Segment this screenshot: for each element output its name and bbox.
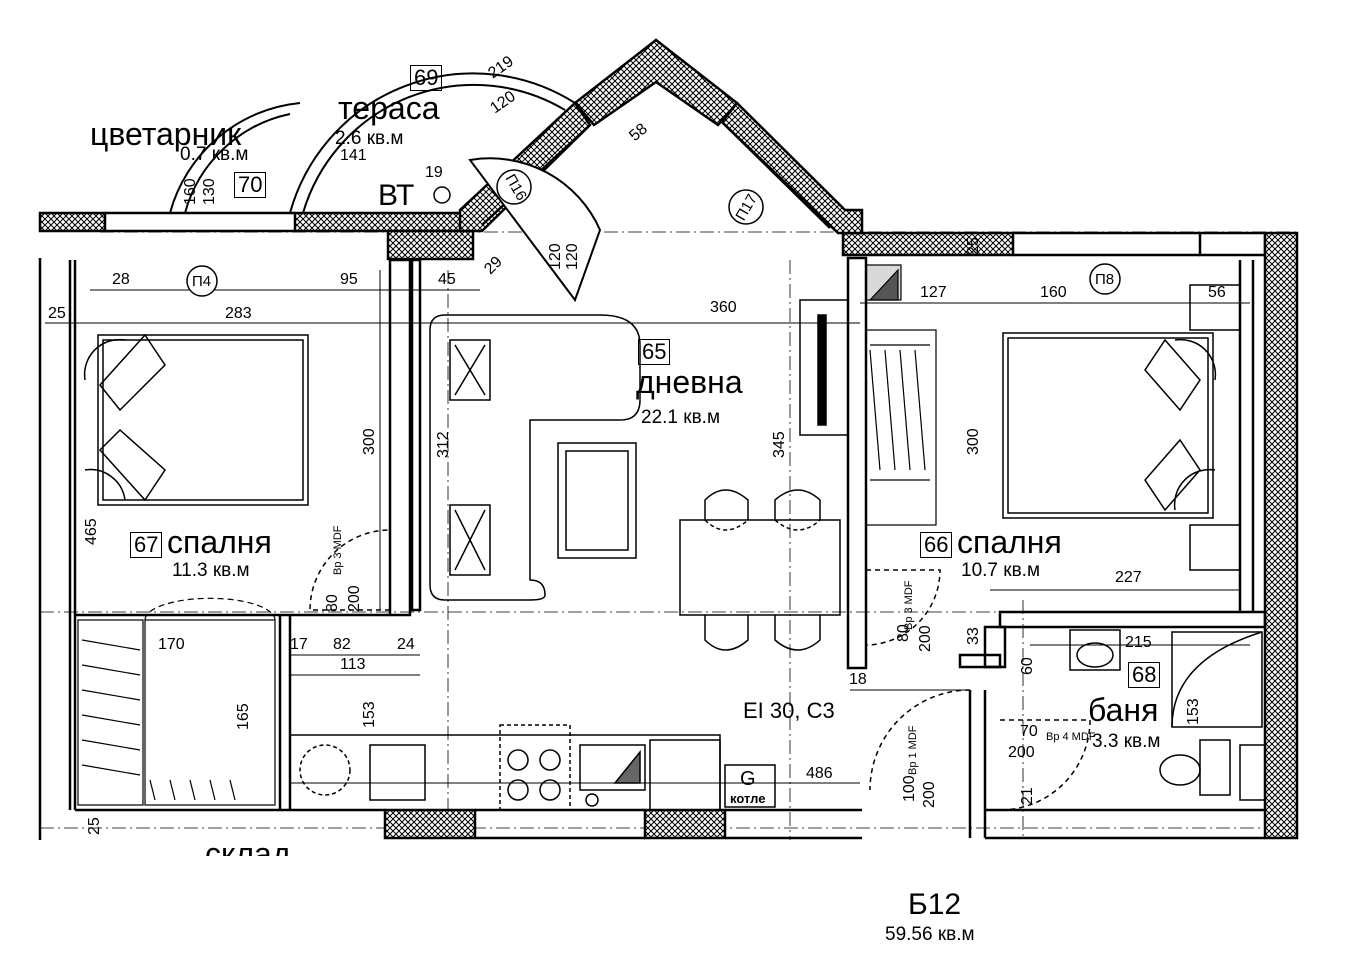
planter-number: 70 — [234, 172, 267, 198]
exterior-walls — [38, 211, 1299, 840]
dim-17: 17 — [290, 636, 308, 653]
planter-name: цветарник — [90, 116, 242, 152]
boiler-label: котле — [730, 791, 766, 806]
dim-28: 28 — [112, 271, 130, 288]
dim-200-bath: 200 — [1008, 744, 1035, 761]
unit-name: Б12 — [908, 888, 962, 921]
dim-120-arc-b: 120 — [564, 243, 581, 270]
living-name: дневна — [636, 364, 743, 400]
interior-walls — [38, 256, 1267, 840]
doors — [309, 529, 1091, 811]
dining-table — [679, 489, 841, 651]
dim-100-entry: 100 — [901, 775, 918, 802]
kitchen-counter — [289, 724, 776, 811]
door-mark-left: Вр 3 MDF — [332, 525, 344, 575]
dim-486: 486 — [806, 765, 833, 782]
dim-95: 95 — [340, 271, 358, 288]
dim-360: 360 — [710, 299, 737, 316]
dim-56: 56 — [1208, 284, 1226, 301]
dim-18: 18 — [849, 671, 867, 688]
dim-300-right: 300 — [965, 428, 982, 455]
dim-160-right: 160 — [1040, 284, 1067, 301]
dim-70: 70 — [1020, 723, 1038, 740]
wardrobe-right — [865, 264, 937, 526]
dim-200-entry: 200 — [921, 781, 938, 808]
terrace-name: тераса — [338, 90, 440, 126]
dim-25-bottom: 25 — [86, 817, 103, 835]
fire-rating: EI 30, C3 — [743, 698, 835, 723]
coffee-table — [557, 442, 637, 559]
bedroom-right-name: спалня — [957, 524, 1062, 560]
dim-33: 33 — [965, 627, 982, 645]
door-mark-bath: Вр 4 MDF — [1046, 731, 1096, 743]
terrace-number: 69 — [410, 65, 443, 91]
dimension-lines — [45, 270, 1250, 784]
bath-name: баня — [1088, 692, 1159, 728]
dim-160: 160 — [182, 178, 199, 205]
bedroom-left-area: 11.3 кв.м — [172, 560, 250, 581]
bed-left — [83, 333, 309, 506]
dim-165: 165 — [235, 703, 252, 730]
living-number: 65 — [638, 339, 671, 365]
bedroom-right-area: 10.7 кв.м — [961, 560, 1041, 581]
dim-120-arc-a: 120 — [547, 243, 564, 270]
dim-25-top-right: 25 — [965, 237, 982, 255]
sofa — [429, 314, 641, 601]
dim-113: 113 — [340, 656, 366, 673]
dim-283: 283 — [225, 305, 252, 322]
dim-312: 312 — [435, 431, 452, 458]
dim-200-left-door: 200 — [346, 585, 363, 612]
bedroom-right-number: 66 — [920, 532, 953, 558]
dim-141: 141 — [340, 147, 367, 164]
bed-right — [1002, 284, 1241, 571]
dim-300-left: 300 — [361, 428, 378, 455]
wardrobe-left — [77, 597, 276, 806]
unit-area: 59.56 кв.м — [885, 924, 975, 945]
dim-465: 465 — [83, 518, 100, 545]
window-label-p4: П4 — [192, 273, 212, 290]
dim-170: 170 — [158, 636, 185, 653]
dim-130: 130 — [201, 178, 218, 205]
bedroom-left-number: 67 — [130, 532, 163, 558]
planter-area: 0.7 кв.м — [180, 144, 249, 165]
dim-153-kitchen: 153 — [361, 701, 378, 728]
door-mark-entry: Вр 1 MDF — [907, 725, 919, 775]
bath-area: 3.3 кв.м — [1092, 731, 1161, 752]
vt-label: ВТ — [378, 179, 415, 212]
bath-number: 68 — [1128, 662, 1161, 688]
dim-215: 215 — [1125, 634, 1152, 651]
dim-345: 345 — [771, 431, 788, 458]
dim-80-left-door: 80 — [324, 594, 341, 612]
dim-21: 21 — [1019, 787, 1036, 805]
window-markers — [186, 169, 1121, 297]
tv-unit — [799, 299, 849, 436]
living-area: 22.1 кв.м — [641, 407, 721, 428]
bedroom-left-name: спалня — [167, 524, 272, 560]
dim-227: 227 — [1115, 569, 1142, 586]
terrace-area: 2.6 кв.м — [335, 128, 404, 149]
boiler-letter: G — [740, 768, 756, 790]
door-mark-right: Вр 3 MDF — [903, 580, 915, 630]
storage-name: склад — [205, 838, 291, 856]
dim-127: 127 — [920, 284, 947, 301]
dim-60: 60 — [1019, 657, 1036, 675]
dim-25-left: 25 — [48, 305, 66, 322]
dim-82: 82 — [333, 636, 351, 653]
dim-200-right-door: 200 — [917, 625, 934, 652]
dim-24: 24 — [397, 636, 415, 653]
dim-45: 45 — [438, 271, 456, 288]
window-label-p8: П8 — [1095, 271, 1115, 288]
bathroom-fixtures — [1069, 629, 1266, 801]
dim-153-bath: 153 — [1185, 698, 1202, 725]
dim-19: 19 — [425, 164, 443, 181]
